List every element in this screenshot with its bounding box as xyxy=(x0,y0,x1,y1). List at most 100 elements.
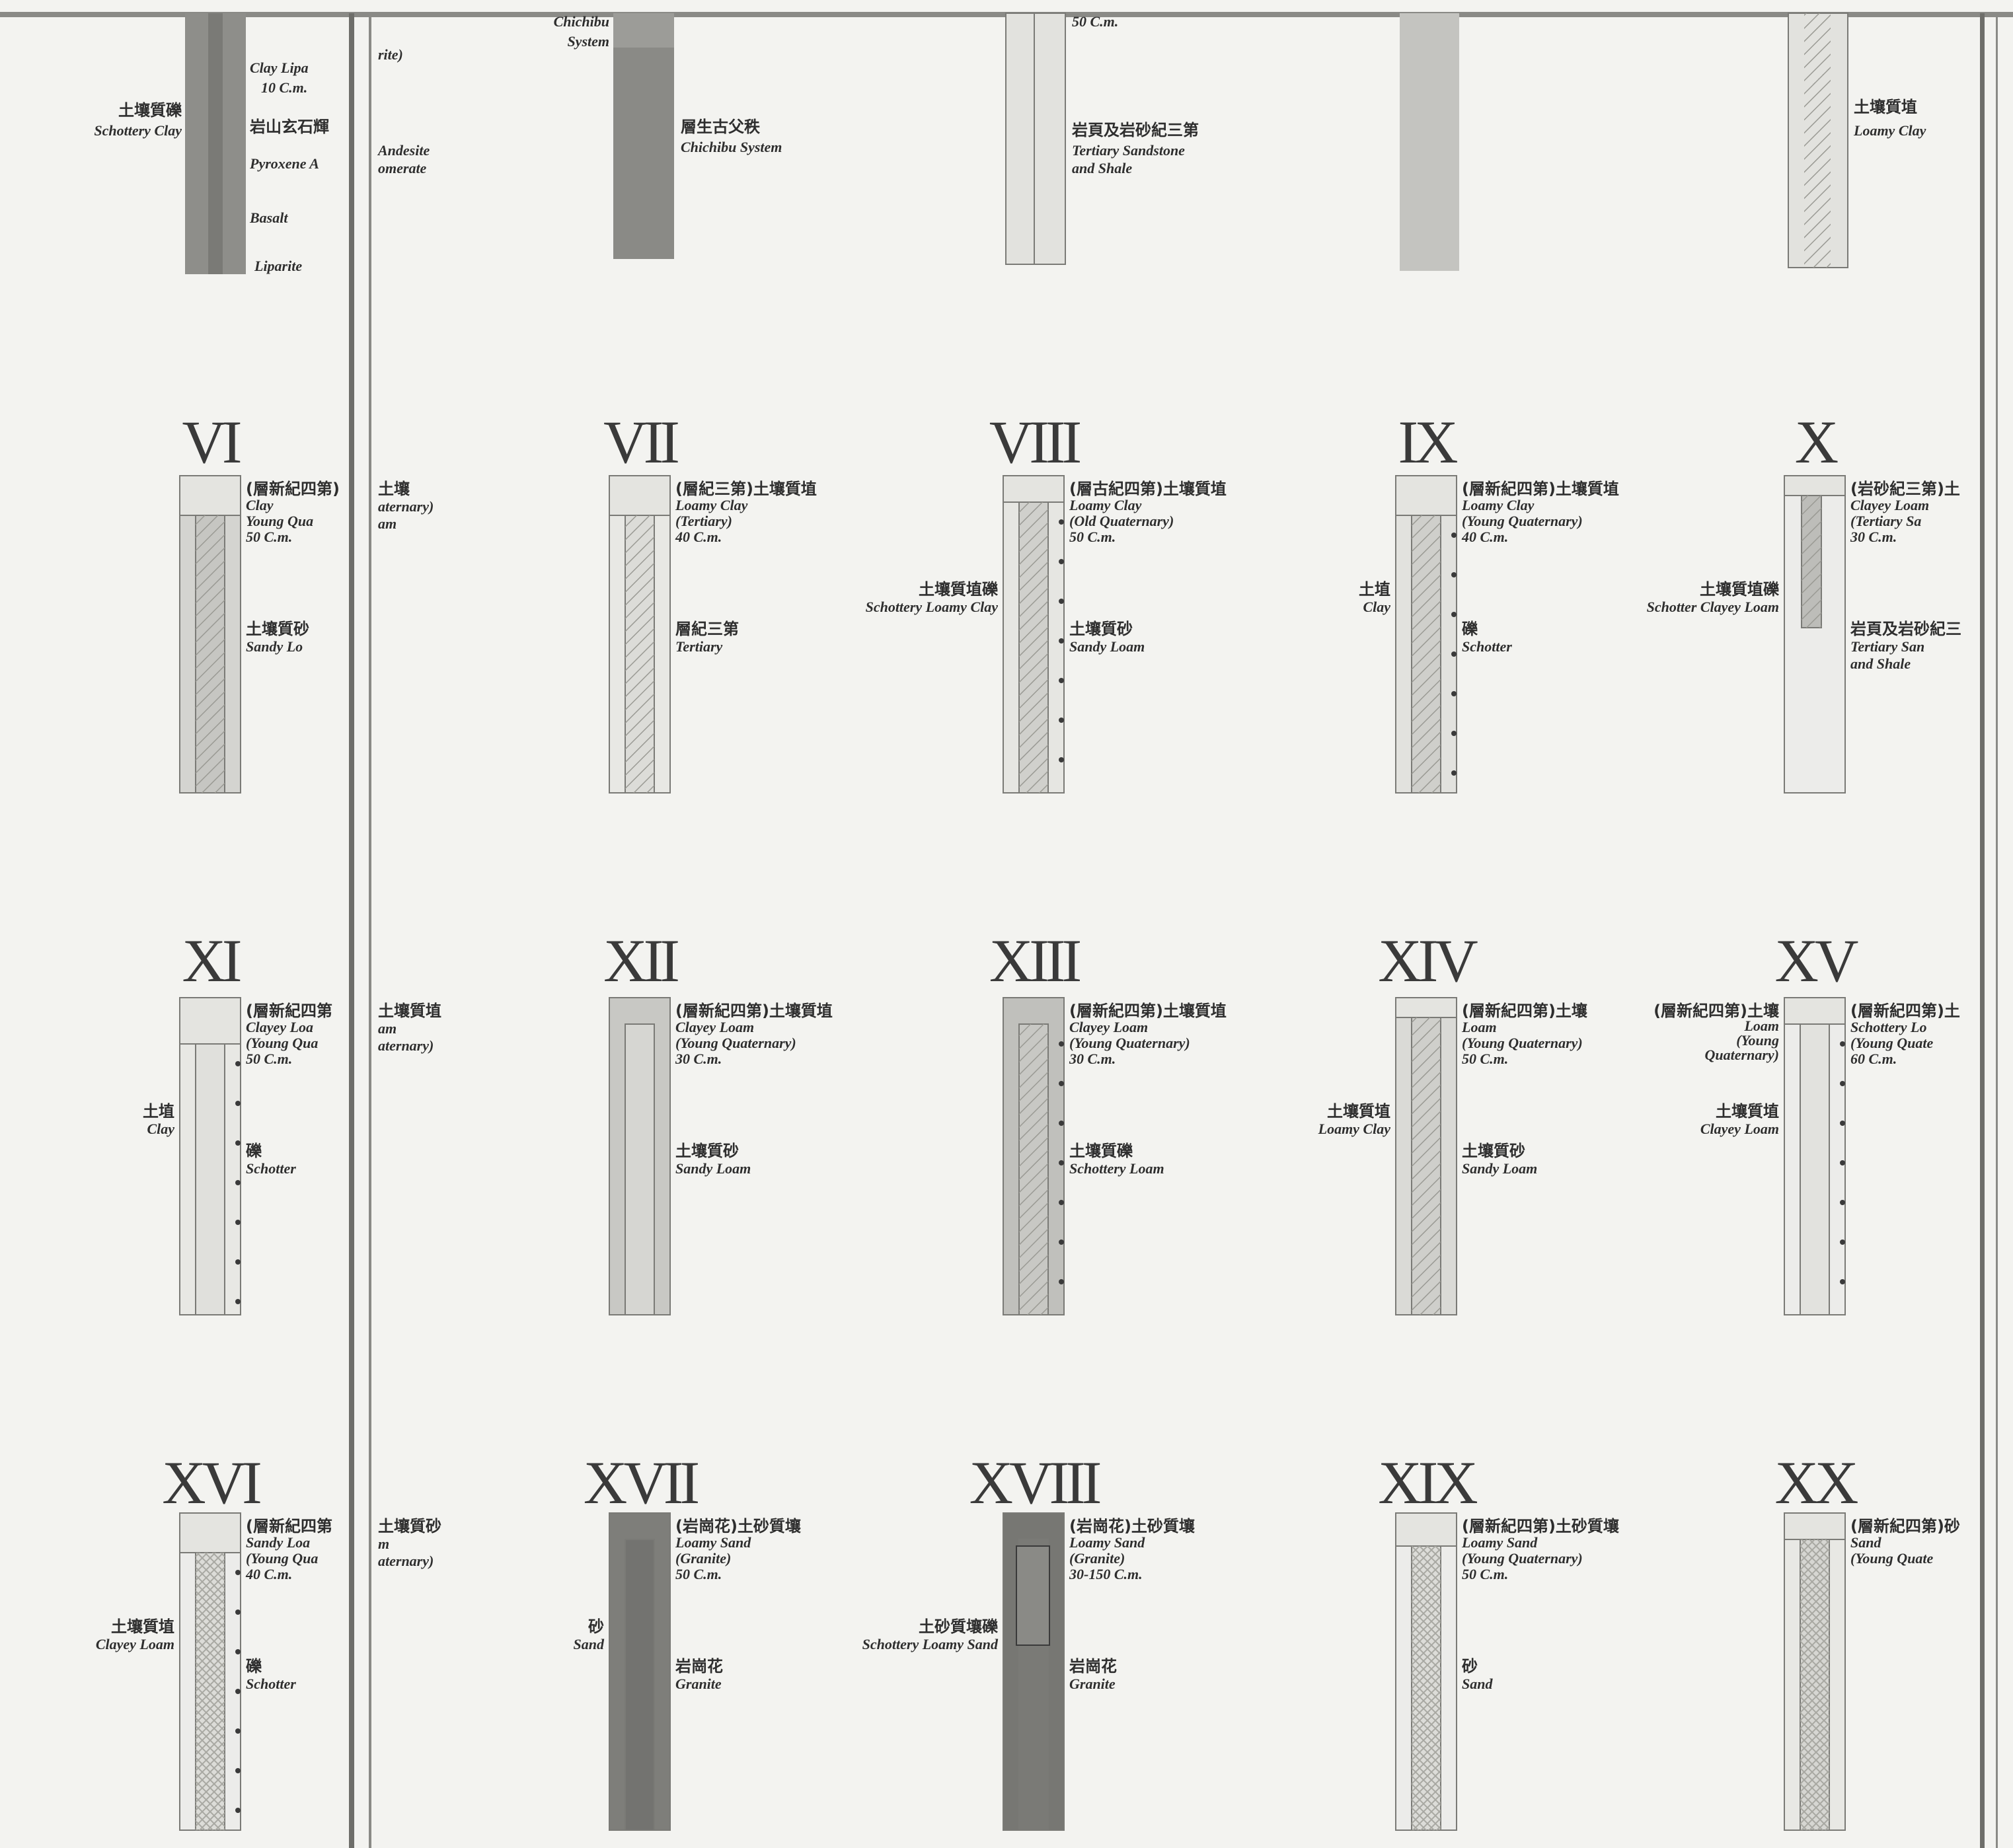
profile-left-label: 土埴 xyxy=(143,1102,174,1121)
profile-gravel-dot xyxy=(235,1570,241,1575)
profile-gravel-dot xyxy=(235,1061,241,1066)
profile-upper-label: Clayey Loam xyxy=(675,1019,754,1035)
profile-upper-label: (層新紀四第)土砂質壤 xyxy=(1462,1517,1620,1535)
profile-top-layer xyxy=(180,1513,241,1553)
profile-crosshatch xyxy=(1412,1546,1441,1830)
profile-upper-label: 50 C.m. xyxy=(1069,529,1116,545)
profile-gravel-dot xyxy=(235,1728,241,1734)
profile-lower-label: 土壤質礫 xyxy=(1069,1142,1133,1160)
profile-gravel-dot xyxy=(1451,770,1457,776)
profile-left-label: 土壤質埴 xyxy=(111,1617,174,1636)
profile-cut-label: am xyxy=(378,1020,397,1037)
top-col1-label: Pyroxene A xyxy=(249,155,319,172)
profile-upper-label: (層新紀四第) xyxy=(246,480,340,498)
profile-cut-label: 土壤 xyxy=(378,480,410,498)
profile-upper-label: Sandy Loa xyxy=(246,1534,310,1551)
profile-hatching xyxy=(1802,496,1821,628)
profile-numeral: XIV xyxy=(1378,927,1478,994)
profile-lower-label: 土壤質砂 xyxy=(675,1142,739,1160)
profile-cut-label: aternary) xyxy=(378,1037,434,1054)
profile-upper-label: Clayey Loam xyxy=(1850,497,1929,513)
profile-gravel-dot xyxy=(1059,1041,1064,1047)
plate-right-border xyxy=(1980,13,1985,1848)
plate-right-border-outer xyxy=(1996,13,1998,1848)
profile-lower-label: 岩頁及岩砂紀三 xyxy=(1850,620,1961,638)
profile-top-layer xyxy=(609,476,670,515)
profile-lower-label: 岩崗花 xyxy=(675,1657,723,1676)
top-col4-column xyxy=(1400,13,1459,271)
profile-upper-label: 50 C.m. xyxy=(1462,1566,1508,1582)
top-col1-left-en: Schottery Clay xyxy=(94,122,182,139)
profile-gravel-dot xyxy=(235,1649,241,1654)
profile-gravel-dot xyxy=(235,1259,241,1265)
profile-gravel-dot xyxy=(1059,757,1064,762)
top-col1-right-label: Andesite xyxy=(377,142,430,159)
profile-upper-label: (岩崗花)土砂質壤 xyxy=(675,1517,802,1535)
profile-gravel-dot xyxy=(1840,1239,1845,1245)
profile-lower-label: Sand xyxy=(1462,1676,1493,1692)
profile-upper-label: Loamy Clay xyxy=(675,497,748,513)
profile-upper-label: 30-150 C.m. xyxy=(1069,1566,1143,1582)
profile-left-label: 土砂質壤礫 xyxy=(919,1617,999,1636)
profile-top-layer xyxy=(180,476,241,515)
top-col1-left-cjk: 土壤質礫 xyxy=(118,101,182,120)
profile-numeral: XX xyxy=(1775,1449,1858,1516)
profile-gravel-dot xyxy=(1059,1121,1064,1126)
top-col4 xyxy=(1400,13,1459,271)
profile-top-layer xyxy=(1396,1513,1457,1546)
profile-upper-label: 40 C.m. xyxy=(675,529,722,545)
top-col1-right-label: rite) xyxy=(378,46,403,63)
profile-upper-label: (Granite) xyxy=(1069,1550,1125,1567)
profile-lower-label: Granite xyxy=(675,1676,722,1692)
profile-gravel-dot xyxy=(1059,559,1064,564)
profile-upper-label: 30 C.m. xyxy=(1850,529,1897,545)
profile-upper-label: (Young Quate xyxy=(1850,1550,1934,1567)
profile-upper-label: 50 C.m. xyxy=(675,1566,722,1582)
profile-gravel-dot xyxy=(1840,1121,1845,1126)
top-col1-label: 岩山玄石輝 xyxy=(249,118,329,136)
top-col2-label: Chichibu xyxy=(554,13,609,30)
top-col5-hatch xyxy=(1804,13,1831,268)
profile-crosshatch xyxy=(1800,1539,1829,1830)
profile-gravel-dot xyxy=(235,1768,241,1773)
profile-lower-label: 砂 xyxy=(1462,1657,1478,1676)
profile-upper-label: 60 C.m. xyxy=(1850,1051,1897,1067)
profile-left-label: Schottery Loamy Sand xyxy=(862,1636,999,1652)
profile-numeral: X xyxy=(1795,408,1838,476)
plate-left-divider-inner xyxy=(369,13,371,1848)
plate-left-divider xyxy=(349,13,354,1848)
profile-numeral: XV xyxy=(1775,927,1858,994)
top-col3-label: 50 C.m. xyxy=(1072,13,1118,30)
profile-gravel-dot xyxy=(1840,1160,1845,1165)
profile-top-layer xyxy=(180,998,241,1044)
profile-upper-label: Loam xyxy=(1461,1019,1497,1035)
profile-upper-label: Loamy Sand xyxy=(1461,1534,1538,1551)
profile-left-label: 土壤質埴礫 xyxy=(919,580,999,599)
profile-upper-label: (Granite) xyxy=(675,1550,731,1567)
profile-gravel-dot xyxy=(1451,731,1457,736)
profile-cut-label: 土壤質埴 xyxy=(378,1002,441,1020)
profile-numeral: VIII xyxy=(989,408,1081,476)
profile-top-layer xyxy=(1784,998,1845,1024)
profile-upper-label: (Young Quaternary) xyxy=(675,1035,796,1051)
profile-gravel-dot xyxy=(1451,691,1457,696)
profile-left-label: 土壤質埴礫 xyxy=(1700,580,1780,599)
profile-left-label: Schottery Loamy Clay xyxy=(866,599,999,615)
top-col3-label: Tertiary Sandstone xyxy=(1072,142,1185,159)
top-col1-label: Liparite xyxy=(254,258,302,274)
profile-lower-label: Sandy Loam xyxy=(1462,1160,1537,1177)
profile-upper-label: (層新紀四第 xyxy=(246,1002,332,1020)
top-col2-label: Chichibu System xyxy=(681,139,782,155)
profile-left-label: Sand xyxy=(574,1636,605,1652)
profile-hatching xyxy=(1412,1017,1441,1315)
profile-lower-label: 土壤質砂 xyxy=(1069,620,1133,638)
profile-hatching xyxy=(1019,502,1048,793)
profile-gravel-dot xyxy=(235,1220,241,1225)
profile-lower-label: Schotter xyxy=(246,1676,296,1692)
profile-gravel-dot xyxy=(235,1808,241,1813)
top-col2-column xyxy=(613,13,674,259)
profile-upper-label: (層古紀四第)土壤質埴 xyxy=(1069,480,1227,498)
profile-numeral: XII xyxy=(603,927,678,994)
